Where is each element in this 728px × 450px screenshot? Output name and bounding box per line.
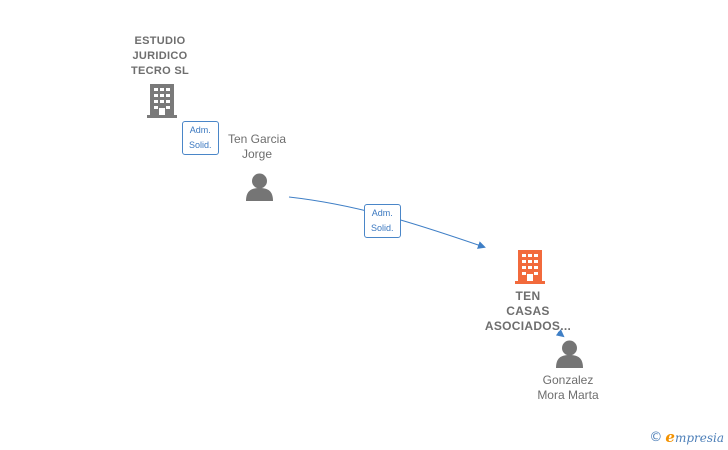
brand-watermark: © empresia [649,428,724,446]
edge-badge-role[interactable]: Adm. Solid. [364,204,401,238]
node-label-line: ESTUDIO [134,35,186,47]
node-label-estudio-juridico[interactable]: ESTUDIO JURIDICO TECRO SL [110,34,210,79]
node-label-line: JURIDICO [132,50,188,62]
node-label-ten-casas[interactable]: TEN CASAS ASOCIADOS... [472,289,584,334]
brand-name: mpresia [674,431,724,445]
edge-ten-casas-to-gonzalez [555,329,565,338]
person-icon[interactable] [246,173,273,202]
edge-badge-line: Adm. [371,208,393,218]
node-label-line: CASAS [506,304,550,318]
node-label-line: Mora Marta [537,388,599,402]
edge-badge-line: Solid. [189,140,212,150]
edge-badge-line: Solid. [371,223,394,233]
person-icon[interactable] [556,340,583,369]
node-label-line: Ten Garcia [227,132,287,146]
node-label-gonzalez[interactable]: Gonzalez Mora Marta [522,373,614,403]
node-label-line: Jorge [241,147,273,161]
node-label-line: Gonzalez [542,373,594,387]
node-label-ten-garcia[interactable]: Ten Garcia Jorge [212,132,302,162]
node-label-line: TEN [515,289,541,303]
brand-logo-letter: e [665,428,675,446]
copyright-icon: © [649,429,663,445]
node-label-line: TECRO SL [130,65,189,77]
node-label-line: ASOCIADOS... [484,319,572,333]
edge-badge-role[interactable]: Adm. Solid. [182,121,219,155]
focus-building-icon[interactable] [515,250,545,284]
building-icon[interactable] [147,84,177,118]
edge-badge-line: Adm. [189,125,211,135]
